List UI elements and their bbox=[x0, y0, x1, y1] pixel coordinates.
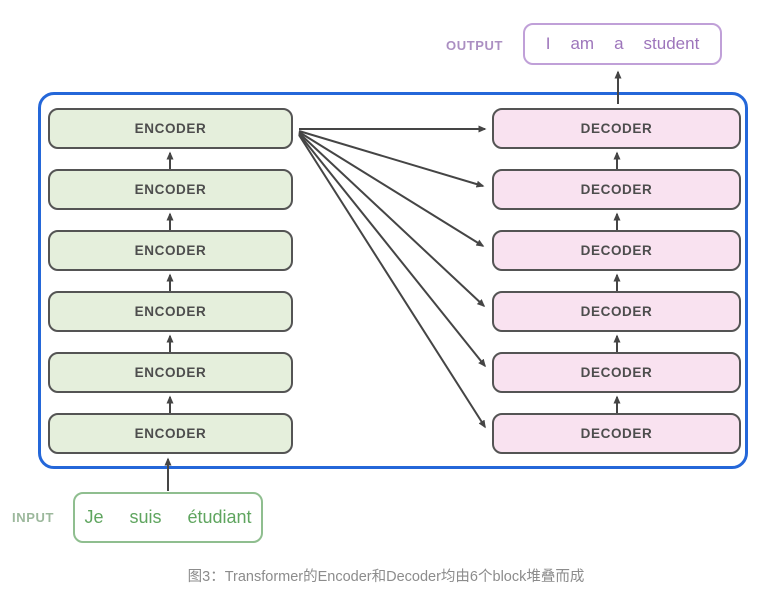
decoder-block-1: DECODER bbox=[492, 413, 741, 454]
input-token: suis bbox=[129, 507, 162, 527]
output-token: student bbox=[643, 34, 700, 53]
input-label: INPUT bbox=[12, 510, 54, 525]
decoder-block-2: DECODER bbox=[492, 352, 741, 393]
decoder-block-3: DECODER bbox=[492, 291, 741, 332]
output-token: I bbox=[545, 34, 551, 53]
input-sentence-box: Je suis étudiant bbox=[73, 492, 263, 543]
output-label: OUTPUT bbox=[446, 38, 504, 53]
input-token: Je bbox=[84, 507, 104, 527]
input-token: étudiant bbox=[187, 507, 252, 527]
output-token: am bbox=[570, 34, 595, 53]
encoder-block-2: ENCODER bbox=[48, 352, 293, 393]
encoder-block-6: ENCODER bbox=[48, 108, 293, 149]
encoder-block-5: ENCODER bbox=[48, 169, 293, 210]
output-token: a bbox=[614, 34, 624, 53]
encoder-block-1: ENCODER bbox=[48, 413, 293, 454]
decoder-block-5: DECODER bbox=[492, 169, 741, 210]
encoder-block-4: ENCODER bbox=[48, 230, 293, 271]
decoder-block-6: DECODER bbox=[492, 108, 741, 149]
figure-caption: 图3：Transformer的Encoder和Decoder均由6个block堆… bbox=[187, 569, 585, 585]
encoder-block-3: ENCODER bbox=[48, 291, 293, 332]
output-sentence-box: I am a student bbox=[523, 23, 722, 65]
decoder-block-4: DECODER bbox=[492, 230, 741, 271]
